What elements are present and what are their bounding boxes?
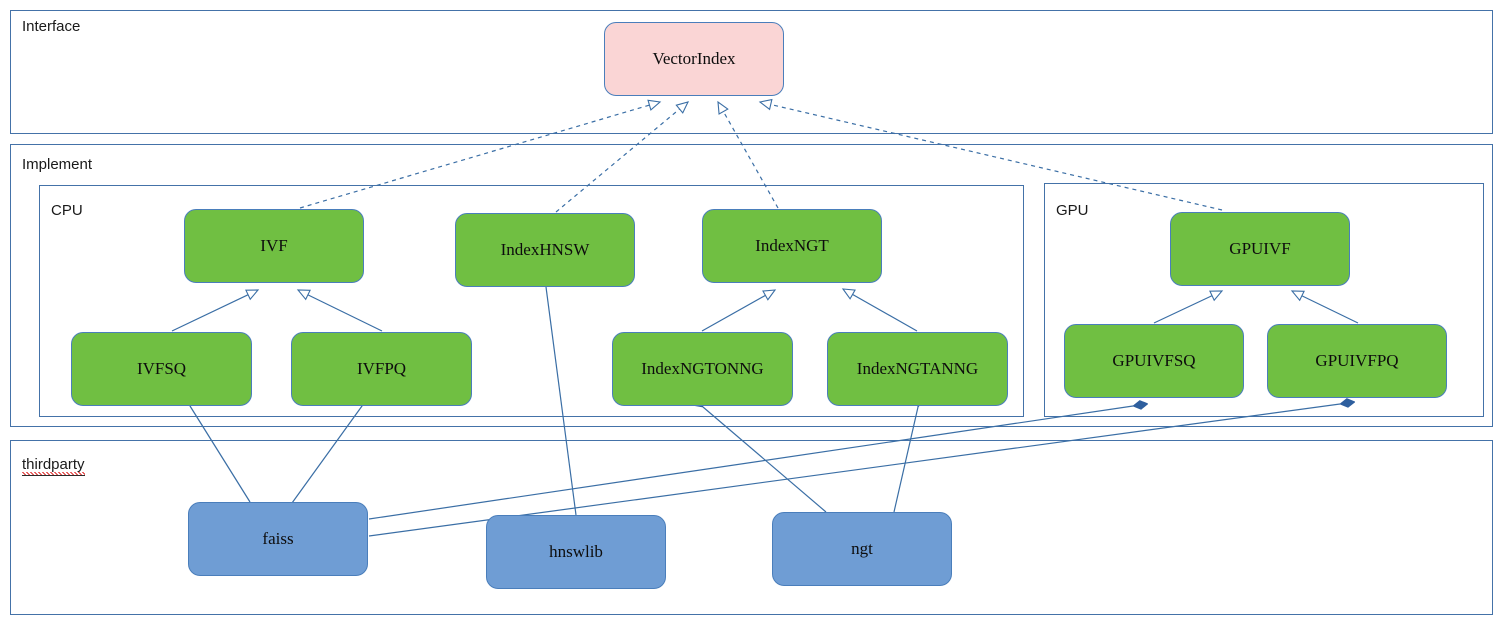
package-interface-label: Interface (22, 18, 81, 35)
node-ivf-label: IVF (260, 235, 288, 255)
node-vectorindex-label: VectorIndex (652, 48, 736, 68)
node-ivfsq-label: IVFSQ (136, 358, 187, 378)
package-gpu-label: GPU (1056, 202, 1089, 219)
node-indexngt-label: IndexNGT (755, 235, 829, 255)
node-ivfpq[interactable]: IVFPQ (291, 332, 472, 406)
node-hnswlib-label: hnswlib (549, 541, 603, 561)
node-gpuivf[interactable]: GPUIVF (1170, 212, 1350, 286)
node-ivf[interactable]: IVF (184, 209, 364, 283)
node-indexngtanng[interactable]: IndexNGTANNG (827, 332, 1008, 406)
package-thirdparty-label: thirdparty (22, 456, 85, 476)
node-faiss-label: faiss (262, 528, 294, 548)
node-gpuivfsq[interactable]: GPUIVFSQ (1064, 324, 1244, 398)
node-gpuivf-label: GPUIVF (1229, 238, 1291, 258)
node-hnswlib[interactable]: hnswlib (486, 515, 666, 589)
package-cpu-label: CPU (51, 202, 83, 219)
node-indexngtanng-label: IndexNGTANNG (856, 358, 979, 378)
node-ivfsq[interactable]: IVFSQ (71, 332, 252, 406)
node-indexhnsw-label: IndexHNSW (500, 239, 590, 259)
node-indexhnsw[interactable]: IndexHNSW (455, 213, 635, 287)
node-gpuivfpq-label: GPUIVFPQ (1315, 350, 1399, 370)
node-ngt-label: ngt (851, 538, 873, 558)
package-thirdparty-text: thirdparty (22, 456, 85, 476)
node-faiss[interactable]: faiss (188, 502, 368, 576)
node-indexngt[interactable]: IndexNGT (702, 209, 882, 283)
node-gpuivfsq-label: GPUIVFSQ (1112, 350, 1196, 370)
node-ivfpq-label: IVFPQ (356, 358, 407, 378)
node-gpuivfpq[interactable]: GPUIVFPQ (1267, 324, 1447, 398)
node-ngt[interactable]: ngt (772, 512, 952, 586)
node-indexngtonng[interactable]: IndexNGTONNG (612, 332, 793, 406)
node-indexngtonng-label: IndexNGTONNG (641, 358, 764, 378)
node-vectorindex[interactable]: VectorIndex (604, 22, 784, 96)
package-implement-label: Implement (22, 156, 93, 173)
